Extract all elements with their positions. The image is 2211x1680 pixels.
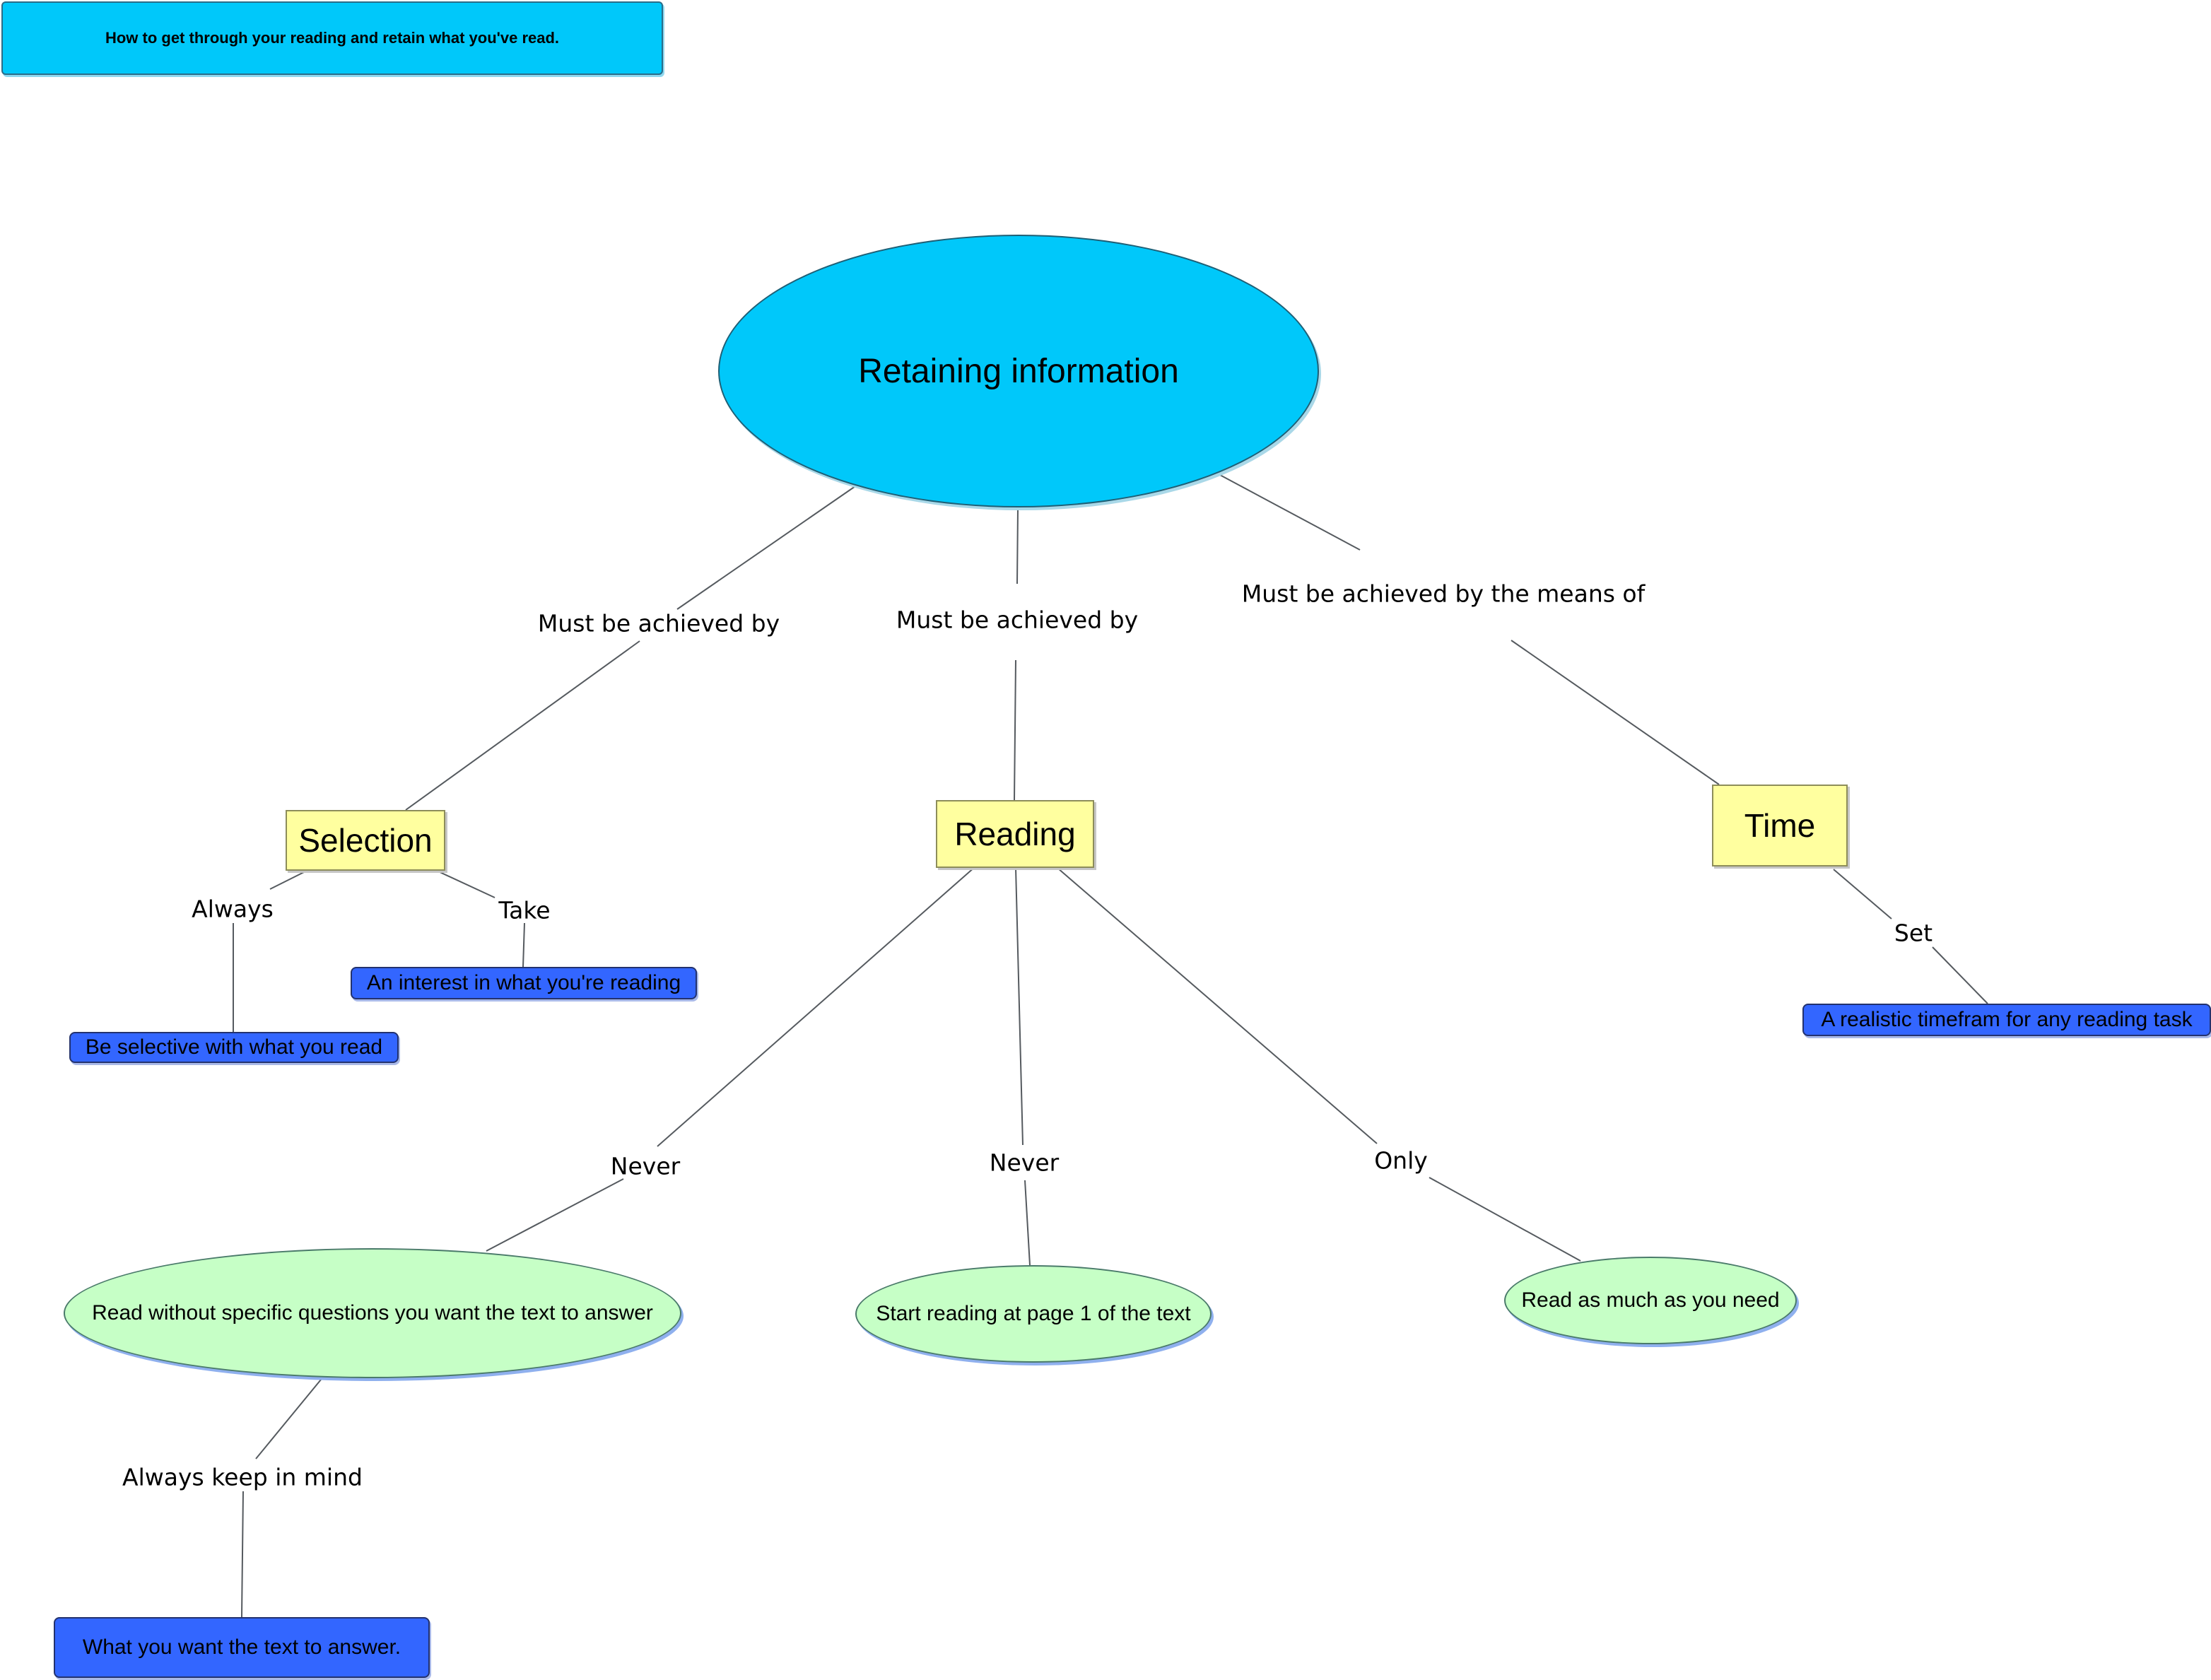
link-label-always: Always: [192, 895, 274, 923]
concept-time[interactable]: Time: [1712, 785, 1848, 867]
edge-selection-always: [269, 870, 307, 890]
edge-reading-never-left: [657, 866, 976, 1147]
edge-selection-take: [436, 870, 495, 898]
edge-root-selection-a: [676, 486, 856, 610]
detail-what-text-answers-label: What you want the text to answer.: [82, 1635, 401, 1659]
root-concept-retaining-information[interactable]: Retaining information: [718, 235, 1319, 507]
link-label-reading: Must be achieved by: [896, 606, 1139, 634]
root-concept-label: Retaining information: [858, 352, 1179, 390]
link-label-set: Set: [1894, 919, 1933, 947]
link-label-time: Must be achieved by the means of: [1241, 580, 1646, 608]
edge-root-time-a: [1219, 474, 1361, 551]
detail-what-text-answers[interactable]: What you want the text to answer.: [54, 1617, 430, 1678]
detail-timeframe[interactable]: A realistic timefram for any reading tas…: [1802, 1004, 2211, 1036]
link-label-keep-in-mind: Always keep in mind: [122, 1463, 363, 1491]
edge-questions-keep: [255, 1379, 322, 1459]
detail-interest-label: An interest in what you're reading: [366, 971, 681, 994]
detail-read-without-questions[interactable]: Read without specific questions you want…: [64, 1248, 681, 1378]
link-label-never-left: Never: [610, 1152, 681, 1180]
detail-timeframe-label: A realistic timefram for any reading tas…: [1821, 1008, 2193, 1031]
edge-root-time-b: [1511, 640, 1720, 785]
detail-be-selective[interactable]: Be selective with what you read: [69, 1032, 399, 1063]
detail-read-as-much[interactable]: Read as much as you need: [1504, 1257, 1797, 1344]
concept-selection-label: Selection: [298, 822, 433, 859]
link-label-never-mid: Never: [989, 1149, 1060, 1177]
edge-take-interest: [522, 922, 525, 968]
link-label-take: Take: [498, 896, 551, 924]
edge-never-page-one: [1024, 1180, 1031, 1266]
concept-reading[interactable]: Reading: [936, 800, 1094, 868]
link-label-only: Only: [1374, 1146, 1428, 1175]
detail-be-selective-label: Be selective with what you read: [85, 1035, 383, 1059]
detail-read-as-much-label: Read as much as you need: [1521, 1288, 1780, 1312]
map-title-text: How to get through your reading and reta…: [105, 29, 560, 47]
detail-interest[interactable]: An interest in what you're reading: [351, 967, 697, 999]
edge-keep-answer: [241, 1491, 244, 1618]
edge-time-set: [1833, 869, 1892, 920]
edge-never-questions: [486, 1178, 624, 1252]
edge-reading-never-mid: [1015, 867, 1024, 1146]
concept-reading-label: Reading: [954, 816, 1076, 852]
edge-set-timeframe: [1932, 946, 1988, 1004]
detail-start-page-one-label: Start reading at page 1 of the text: [876, 1302, 1191, 1325]
map-title[interactable]: How to get through your reading and reta…: [1, 1, 663, 75]
detail-start-page-one[interactable]: Start reading at page 1 of the text: [855, 1265, 1212, 1363]
edge-root-reading-b: [1014, 659, 1016, 801]
edge-reading-only: [1057, 867, 1378, 1144]
detail-read-without-questions-label: Read without specific questions you want…: [92, 1301, 653, 1324]
edge-root-selection-b: [405, 640, 640, 811]
edge-root-reading-a: [1016, 508, 1019, 585]
edge-only-as-much: [1429, 1177, 1581, 1262]
link-label-selection: Must be achieved by: [537, 609, 780, 638]
concept-selection[interactable]: Selection: [286, 810, 445, 871]
concept-time-label: Time: [1744, 807, 1816, 844]
